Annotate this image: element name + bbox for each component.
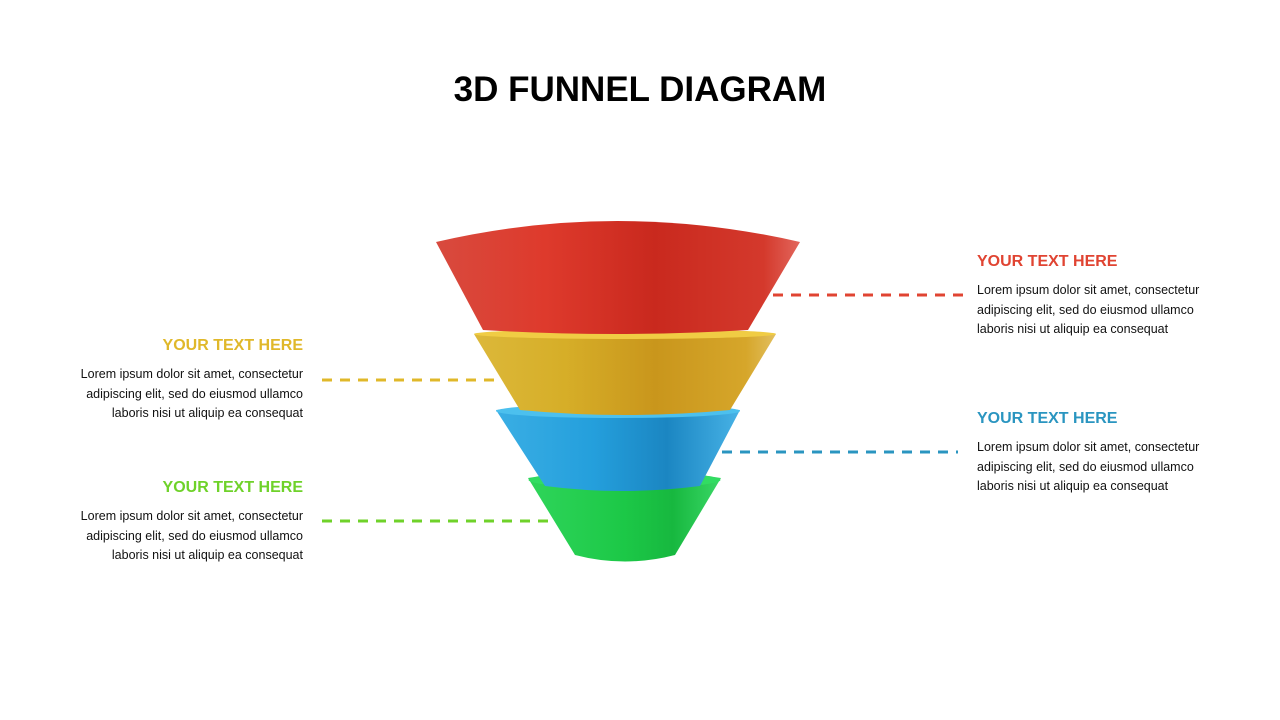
page-title: 3D FUNNEL DIAGRAM [453,70,827,109]
body-line: laboris nisi ut aliquip ea consequat [977,322,1169,336]
stage-green-text: YOUR TEXT HERE Lorem ipsum dolor sit ame… [53,479,303,566]
stage-heading: YOUR TEXT HERE [162,337,303,354]
body-line: Lorem ipsum dolor sit amet, consectetur [80,509,303,523]
connector-lines [322,293,968,523]
body-line: laboris nisi ut aliquip ea consequat [977,479,1169,493]
stage-blue-text: YOUR TEXT HERE Lorem ipsum dolor sit ame… [977,410,1227,497]
stage-yellow-text: YOUR TEXT HERE Lorem ipsum dolor sit ame… [53,337,303,424]
body-line: Lorem ipsum dolor sit amet, consectetur [80,367,303,381]
body-line: laboris nisi ut aliquip ea consequat [111,548,303,562]
body-line: adipiscing elit, sed do eiusmod ullamco [86,386,303,401]
funnel-segment-red [436,221,800,334]
stage-heading: YOUR TEXT HERE [977,253,1118,270]
stage-red-text: YOUR TEXT HERE Lorem ipsum dolor sit ame… [977,253,1227,340]
stage-heading: YOUR TEXT HERE [977,410,1118,427]
body-line: Lorem ipsum dolor sit amet, consectetur [977,283,1200,297]
body-line: Lorem ipsum dolor sit amet, consectetur [977,440,1200,454]
funnel-segment-yellow [474,328,776,415]
body-line: adipiscing elit, sed do eiusmod ullamco [86,528,303,543]
stage-heading: YOUR TEXT HERE [162,479,303,496]
body-line: adipiscing elit, sed do eiusmod ullamco [977,302,1194,317]
body-line: adipiscing elit, sed do eiusmod ullamco [977,459,1194,474]
body-line: laboris nisi ut aliquip ea consequat [111,406,303,420]
